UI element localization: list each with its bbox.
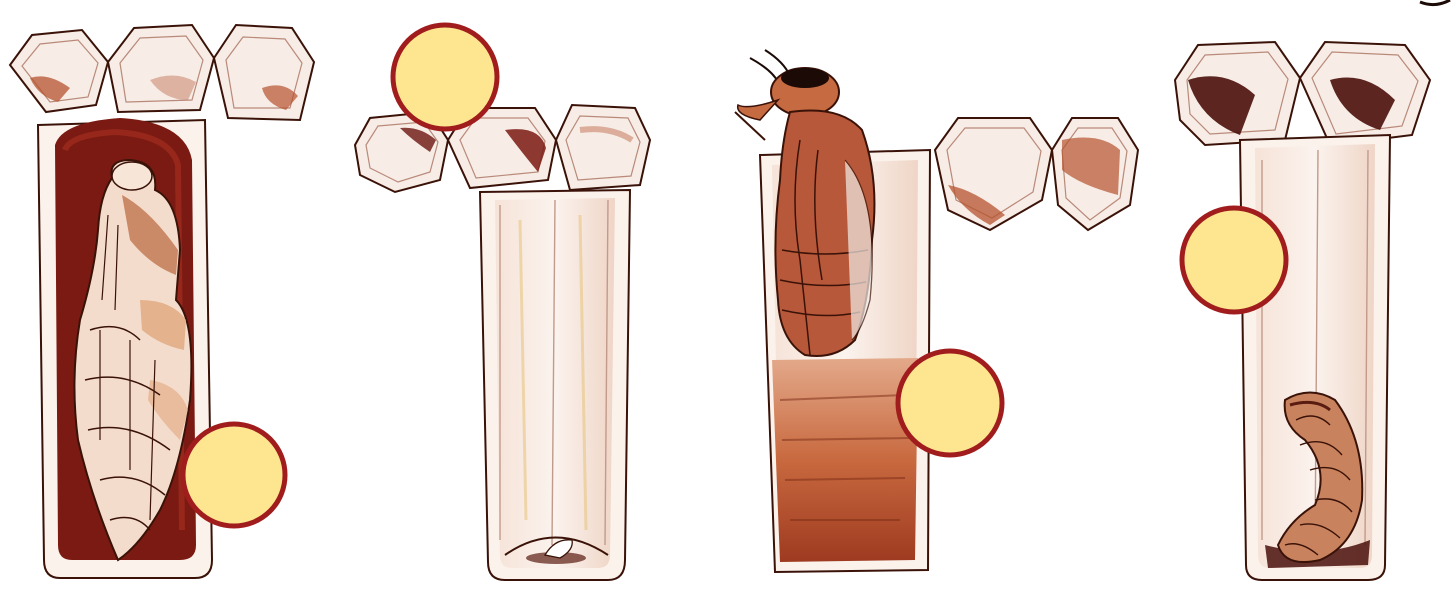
marker-circle xyxy=(1182,208,1286,312)
marker-circle xyxy=(898,351,1002,455)
marker-circle xyxy=(183,424,285,526)
adult-bee xyxy=(738,50,875,356)
comb-cells-top xyxy=(355,105,650,192)
panel-larva xyxy=(1175,42,1430,580)
corner-scribble xyxy=(1420,0,1450,5)
panel-pupa xyxy=(10,25,314,578)
comb-cells-top xyxy=(935,118,1138,230)
cell-floor-wax xyxy=(772,358,918,562)
panel-emerging-bee xyxy=(735,50,1138,572)
comb-cells-top xyxy=(1175,42,1430,145)
marker-circle xyxy=(393,25,497,129)
comb-cells-top xyxy=(10,25,314,120)
panel-egg xyxy=(355,25,650,580)
